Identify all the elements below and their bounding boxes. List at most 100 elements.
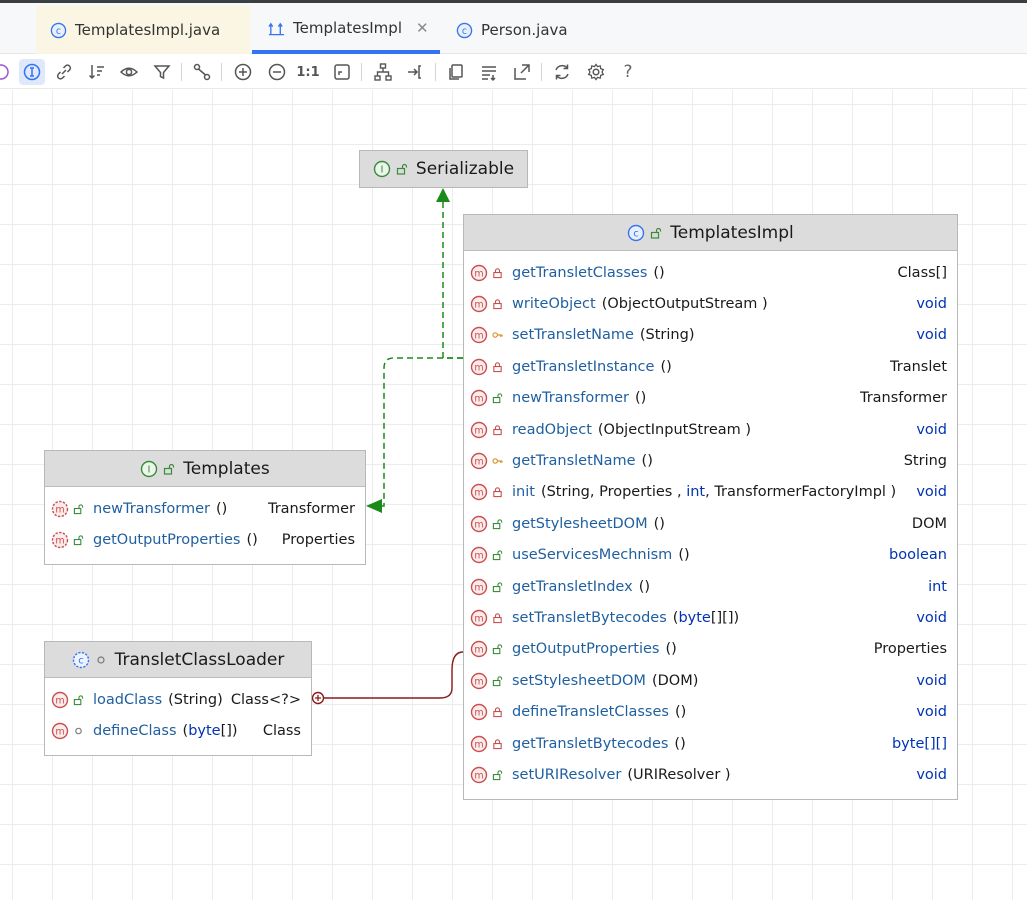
- method-params: (URIResolver ): [627, 766, 731, 783]
- eye-icon[interactable]: [116, 59, 142, 85]
- member-row[interactable]: getTransletInstance()Translet: [464, 351, 957, 382]
- method-icon: [470, 295, 488, 313]
- method-icon: [470, 421, 488, 439]
- public-icon: [492, 518, 503, 530]
- layout-icon[interactable]: [370, 59, 396, 85]
- return-type: Class: [262, 723, 301, 740]
- method-name: getOutputProperties: [512, 641, 660, 658]
- node-templates[interactable]: Templates newTransformer () Transformer …: [44, 450, 366, 565]
- interface-icon: [140, 460, 158, 478]
- member-row[interactable]: init(String, Properties , int, Transform…: [464, 477, 957, 508]
- class-icon: [627, 224, 645, 242]
- help-button[interactable]: ?: [623, 62, 633, 82]
- return-type: void: [916, 327, 947, 344]
- return-type: void: [916, 609, 947, 626]
- export-icon[interactable]: [509, 59, 535, 85]
- member-row[interactable]: getTransletName()String: [464, 445, 957, 476]
- method-icon: [470, 578, 488, 596]
- method-params: (): [638, 578, 651, 595]
- list-icon[interactable]: [476, 59, 502, 85]
- return-type: void: [916, 704, 947, 721]
- tab-templatesimpl-diagram[interactable]: TemplatesImpl ✕: [252, 6, 440, 54]
- member-row[interactable]: setStylesheetDOM(DOM)void: [464, 665, 957, 696]
- node-serializable[interactable]: Serializable: [359, 150, 528, 188]
- show-members-icon[interactable]: [0, 59, 14, 85]
- tab-templatesimpl-java[interactable]: TemplatesImpl.java: [36, 6, 250, 54]
- edge-icon[interactable]: [189, 59, 215, 85]
- node-translet-class-loader[interactable]: TransletClassLoader loadClass (String) C…: [44, 641, 312, 756]
- member-row[interactable]: getOutputProperties()Properties: [464, 634, 957, 665]
- private-icon: [492, 267, 503, 279]
- gear-icon[interactable]: [583, 59, 609, 85]
- member-row[interactable]: newTransformer () Transformer: [45, 493, 365, 524]
- method-params: (String, Properties , int, TransformerFa…: [540, 484, 897, 501]
- method-params: (byte[]): [182, 723, 238, 740]
- member-row[interactable]: writeObject(ObjectOutputStream )void: [464, 288, 957, 319]
- method-icon: [470, 358, 488, 376]
- filter-icon[interactable]: [149, 59, 175, 85]
- tab-label: TemplatesImpl: [293, 19, 402, 37]
- return-type: void: [916, 421, 947, 438]
- return-type: int: [928, 578, 947, 595]
- method-params: (): [641, 453, 653, 470]
- toolbar-separator: [541, 63, 542, 81]
- actual-size-button[interactable]: 1:1: [296, 64, 320, 80]
- method-icon: [470, 766, 488, 784]
- sort-icon[interactable]: [84, 59, 110, 85]
- tab-person-java[interactable]: Person.java: [440, 6, 590, 54]
- show-interfaces-icon[interactable]: [19, 59, 45, 85]
- method-icon: [470, 389, 488, 407]
- link-icon[interactable]: [51, 59, 77, 85]
- toolbar-separator: [181, 63, 182, 81]
- member-row[interactable]: loadClass (String) Class<?>: [45, 684, 311, 715]
- zoom-out-icon[interactable]: [264, 59, 290, 85]
- member-row[interactable]: getTransletIndex()int: [464, 571, 957, 602]
- member-row[interactable]: defineTransletClasses()void: [464, 696, 957, 727]
- protected-icon: [492, 329, 503, 341]
- zoom-in-icon[interactable]: [230, 59, 256, 85]
- member-row[interactable]: getOutputProperties () Properties: [45, 524, 365, 555]
- member-row[interactable]: useServicesMechnism()boolean: [464, 540, 957, 571]
- member-row[interactable]: setURIResolver(URIResolver )void: [464, 759, 957, 790]
- method-params: (): [634, 390, 647, 407]
- return-type: boolean: [889, 547, 947, 564]
- public-icon: [396, 163, 408, 175]
- method-params: (): [660, 358, 672, 375]
- close-icon[interactable]: ✕: [415, 19, 429, 37]
- method-params: (): [653, 264, 665, 281]
- return-type: void: [916, 484, 947, 501]
- return-type: Transformer: [267, 500, 355, 517]
- method-icon: [470, 483, 488, 501]
- refresh-icon[interactable]: [549, 59, 575, 85]
- member-row[interactable]: setTransletName(String)void: [464, 320, 957, 351]
- method-params: (): [215, 500, 228, 517]
- return-type: void: [916, 296, 947, 313]
- fit-content-icon[interactable]: [329, 59, 355, 85]
- method-icon: [470, 703, 488, 721]
- copy-icon[interactable]: [443, 59, 469, 85]
- member-row[interactable]: defineClass (byte[]) Class: [45, 715, 311, 746]
- member-row[interactable]: getTransletClasses()Class[]: [464, 257, 957, 288]
- member-row[interactable]: getTransletBytecodes()byte[][]: [464, 728, 957, 759]
- member-row[interactable]: setTransletBytecodes(byte[][])void: [464, 602, 957, 633]
- return-type: void: [916, 672, 947, 689]
- member-row[interactable]: newTransformer()Transformer: [464, 383, 957, 414]
- return-type: String: [903, 453, 947, 470]
- method-params: (byte[][]): [672, 609, 740, 626]
- package-private-icon: [95, 654, 107, 666]
- method-params: (): [246, 532, 258, 549]
- method-icon: [470, 515, 488, 533]
- return-type: Transformer: [859, 390, 947, 407]
- protected-icon: [492, 455, 503, 467]
- node-templates-impl[interactable]: TemplatesImpl getTransletClasses()Class[…: [463, 214, 958, 800]
- apply-layout-icon[interactable]: [403, 59, 429, 85]
- member-row[interactable]: getStylesheetDOM()DOM: [464, 508, 957, 539]
- method-icon: [51, 691, 69, 709]
- method-params: (): [665, 641, 677, 658]
- inner-class-icon: [72, 651, 90, 669]
- public-icon: [73, 503, 84, 515]
- member-row[interactable]: readObject(ObjectInputStream )void: [464, 414, 957, 445]
- return-type: Class[]: [897, 264, 947, 281]
- member-list: getTransletClasses()Class[]writeObject(O…: [464, 251, 957, 791]
- node-header: Serializable: [360, 151, 527, 187]
